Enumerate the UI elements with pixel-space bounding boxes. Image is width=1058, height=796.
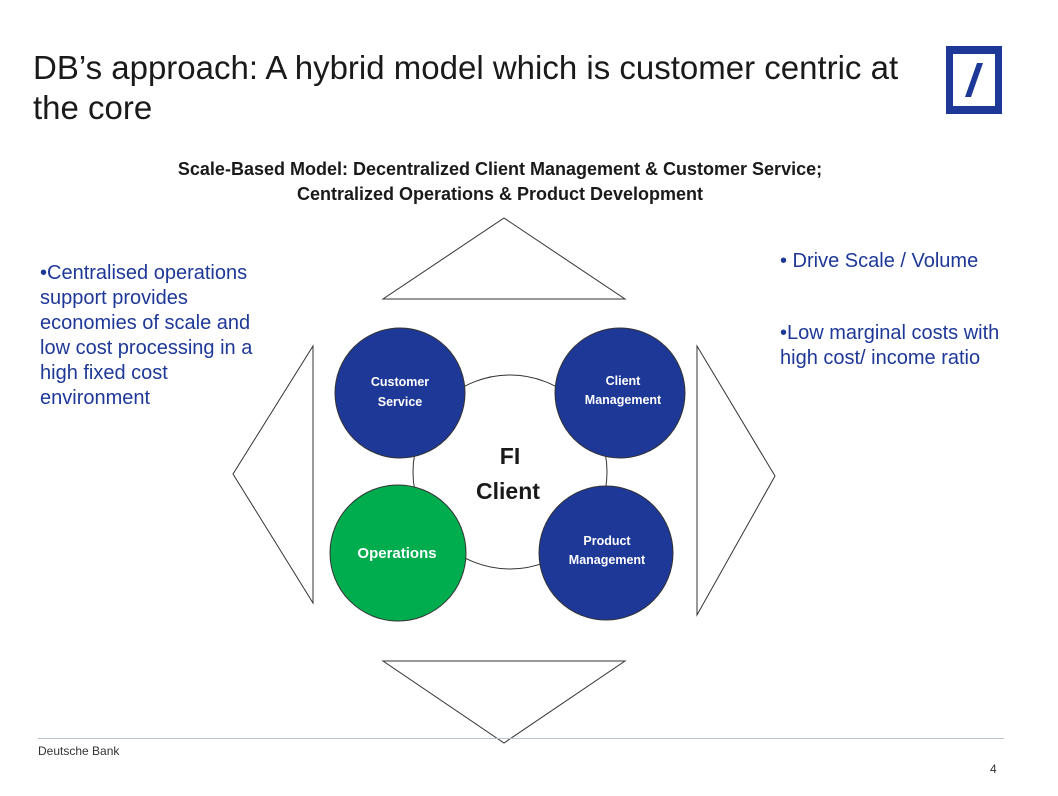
client-management-label-1: Client <box>606 374 642 388</box>
right-note-2: •Low marginal costs with high cost/ inco… <box>780 322 1000 369</box>
subtitle-line-1: Scale-Based Model: Decentralized Client … <box>177 159 823 179</box>
client-management-node <box>554 327 686 459</box>
operations-label: Operations <box>357 545 436 562</box>
title-line-1: DB’s approach: A hybrid model which is c… <box>33 49 899 86</box>
client-management-label-2: Management <box>585 393 662 407</box>
title-line-2: the core <box>33 89 153 126</box>
product-management-label-1: Product <box>583 534 631 548</box>
customer-service-node <box>334 327 466 459</box>
left-note: •Centralised operations support provides… <box>40 262 253 409</box>
customer-service-label-1: Customer <box>371 375 429 389</box>
left-triangle <box>232 344 314 605</box>
subtitle-line-2: Centralized Operations & Product Develop… <box>296 184 704 204</box>
customer-service-label-2: Service <box>378 395 423 409</box>
diagram-subtitle: Scale-Based Model: Decentralized Client … <box>40 157 960 207</box>
right-notes: • Drive Scale / Volume •Low marginal cos… <box>780 249 1040 371</box>
right-triangle <box>696 344 776 617</box>
bottom-triangle <box>381 660 627 744</box>
top-triangle <box>381 217 627 300</box>
operations-node <box>329 484 467 622</box>
footer-divider <box>38 738 1004 739</box>
product-management-node <box>538 485 674 621</box>
page-number: 4 <box>990 762 997 776</box>
footer-company: Deutsche Bank <box>38 744 120 758</box>
deutsche-bank-logo-icon <box>946 46 1002 114</box>
product-management-label-2: Management <box>569 553 646 567</box>
slide-title: DB’s approach: A hybrid model which is c… <box>33 48 963 128</box>
right-note-1: • Drive Scale / Volume <box>780 250 979 272</box>
center-label-line-1: FI <box>500 443 520 469</box>
center-label-line-2: Client <box>476 478 540 504</box>
